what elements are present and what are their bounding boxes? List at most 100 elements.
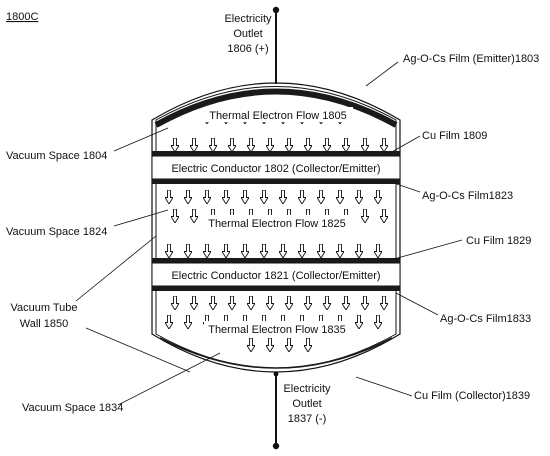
electron-arrow-icon — [304, 296, 312, 310]
top-outlet-terminal — [272, 6, 280, 14]
bottom-outlet-junction — [273, 371, 279, 377]
electron-arrow-icon — [190, 138, 198, 152]
label-ag-film-1833: Ag-O-Cs Film1833 — [440, 313, 531, 325]
top-outlet-line3: 1806 (+) — [227, 43, 268, 55]
electron-arrow-icon — [323, 138, 331, 152]
electron-flow-arrows — [165, 110, 388, 352]
flow-1825-label: Thermal Electron Flow 1825 — [208, 218, 346, 230]
electron-arrow-icon — [241, 190, 249, 204]
electron-arrow-icon — [247, 338, 255, 352]
leader-1834 — [117, 352, 221, 406]
electron-arrow-icon — [374, 244, 382, 258]
electron-arrow-icon — [285, 138, 293, 152]
electron-arrow-icon — [380, 296, 388, 310]
electron-arrow-icon — [228, 296, 236, 310]
top-outlet-line1: Electricity — [224, 13, 272, 25]
bottom-outlet-line3: 1837 (-) — [288, 413, 327, 425]
top-outlet-line2: Outlet — [233, 28, 262, 40]
figure-label: 1800C — [6, 11, 38, 23]
electron-arrow-icon — [260, 190, 268, 204]
ag-film-1833-bar — [152, 286, 400, 291]
electron-arrow-icon — [165, 244, 173, 258]
electron-arrow-icon — [323, 296, 331, 310]
electron-arrow-icon — [304, 338, 312, 352]
electron-arrow-icon — [190, 296, 198, 310]
label-vacuum-space-1804: Vacuum Space 1804 — [6, 150, 107, 162]
electron-arrow-icon — [209, 296, 217, 310]
electron-arrow-icon — [247, 138, 255, 152]
electron-arrow-icon — [222, 190, 230, 204]
electron-arrow-icon — [184, 190, 192, 204]
electron-arrow-icon — [342, 138, 350, 152]
electron-arrow-icon — [203, 244, 211, 258]
electron-arrow-icon — [374, 315, 382, 329]
leader-1829 — [393, 239, 463, 260]
electron-arrow-icon — [304, 138, 312, 152]
electron-arrow-icon — [374, 190, 382, 204]
bottom-outlet-line2: Outlet — [292, 398, 321, 410]
electron-arrow-icon — [380, 138, 388, 152]
label-tube-wall-line1: Vacuum Tube — [10, 302, 77, 314]
label-cu-film-1809: Cu Film 1809 — [422, 130, 487, 142]
leader-1824 — [113, 209, 169, 227]
electron-arrow-icon — [165, 315, 173, 329]
electron-arrow-icon — [279, 244, 287, 258]
electron-arrow-icon — [355, 190, 363, 204]
flow-1805-backing — [203, 107, 353, 122]
leader-1839 — [355, 376, 413, 397]
electron-arrow-icon — [222, 244, 230, 258]
flow-1835-backing — [204, 321, 350, 336]
leader-1804 — [113, 127, 169, 152]
electron-arrow-icon — [190, 209, 198, 223]
leader-1809 — [389, 135, 421, 154]
tube-wall-outer — [151, 82, 401, 373]
conductor-1802-label: Electric Conductor 1802 (Collector/Emitt… — [171, 163, 380, 175]
leader-1850b — [85, 327, 191, 373]
electron-arrow-icon — [184, 244, 192, 258]
electron-arrow-icon — [241, 244, 249, 258]
electron-arrow-icon — [317, 244, 325, 258]
electron-arrow-icon — [171, 209, 179, 223]
electron-arrow-icon — [209, 138, 217, 152]
label-tube-wall-line2: Wall 1850 — [20, 318, 69, 330]
emitter-film-1803 — [154, 88, 398, 128]
electron-arrow-icon — [361, 138, 369, 152]
electron-arrow-icon — [184, 315, 192, 329]
electron-arrow-icon — [298, 190, 306, 204]
bottom-outlet-line1: Electricity — [283, 383, 331, 395]
electron-arrow-icon — [260, 244, 268, 258]
electron-arrow-icon — [361, 209, 369, 223]
electron-arrow-icon — [355, 315, 363, 329]
label-emitter-film-1803: Ag-O-Cs Film (Emitter)1803 — [403, 53, 539, 65]
label-ag-film-1823: Ag-O-Cs Film1823 — [422, 190, 513, 202]
electron-arrow-icon — [279, 190, 287, 204]
leader-1823 — [387, 180, 421, 193]
label-vacuum-space-1824: Vacuum Space 1824 — [6, 226, 107, 238]
bottom-outlet-terminal — [272, 442, 280, 450]
electron-arrow-icon — [266, 296, 274, 310]
label-cu-film-collector-1839: Cu Film (Collector)1839 — [414, 390, 530, 402]
ag-film-1823-bar — [152, 179, 400, 184]
electron-arrow-icon — [228, 138, 236, 152]
cu-film-collector-1839 — [159, 337, 393, 369]
electron-arrow-icon — [342, 296, 350, 310]
electron-arrow-icon — [317, 190, 325, 204]
electron-arrow-icon — [336, 244, 344, 258]
cu-film-1809-bar — [152, 151, 400, 156]
label-vacuum-space-1834: Vacuum Space 1834 — [22, 402, 123, 414]
electron-arrow-icon — [285, 296, 293, 310]
leader-1803 — [365, 61, 399, 87]
electron-arrow-icon — [266, 338, 274, 352]
electron-arrow-icon — [361, 296, 369, 310]
electron-arrow-icon — [171, 138, 179, 152]
cu-film-1829-bar — [152, 258, 400, 263]
leader-1833 — [395, 292, 439, 316]
electron-arrow-icon — [355, 244, 363, 258]
electron-arrow-icon — [380, 209, 388, 223]
flow-1825-backing — [204, 215, 350, 230]
conductor-1821-label: Electric Conductor 1821 (Collector/Emitt… — [171, 270, 380, 282]
electron-arrow-icon — [336, 190, 344, 204]
electron-arrow-icon — [171, 296, 179, 310]
label-cu-film-1829: Cu Film 1829 — [466, 235, 531, 247]
